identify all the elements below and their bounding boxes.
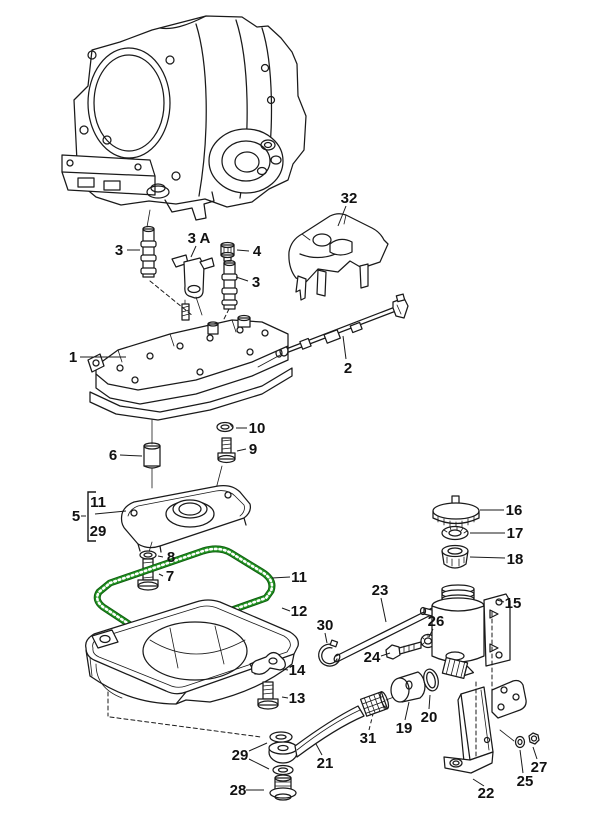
cover-bracket-32-drawing — [288, 213, 389, 301]
leader-line-25 — [519, 749, 524, 774]
callout-8[interactable]: 8 — [167, 549, 175, 566]
callout-26[interactable]: 26 — [428, 613, 445, 630]
leader-line-13 — [281, 696, 289, 699]
o-ring-20-drawing — [423, 668, 439, 692]
leader-line-21 — [315, 743, 323, 756]
hose-21-drawing — [268, 705, 365, 764]
valve-body-drawing — [87, 296, 293, 421]
leader-line-9 — [236, 448, 247, 452]
leader-line-32 — [337, 205, 347, 227]
washer-25-drawing — [514, 735, 526, 749]
group-bracket-0 — [87, 491, 96, 542]
stud-left-drawing — [140, 225, 157, 278]
reservoir-15-drawing — [419, 584, 511, 680]
leader-line-27 — [532, 746, 538, 760]
leader-line-5 — [94, 510, 127, 515]
callout-21[interactable]: 21 — [317, 755, 334, 772]
nut-27-drawing — [528, 732, 540, 745]
callout-30[interactable]: 30 — [317, 617, 334, 634]
spacer-6-drawing — [143, 419, 161, 489]
leader-line-8 — [157, 555, 164, 558]
callout-28[interactable]: 28 — [230, 782, 247, 799]
callout-22[interactable]: 22 — [478, 785, 495, 802]
selector-rod-drawing — [257, 293, 409, 368]
callout-7[interactable]: 7 — [166, 568, 174, 585]
filter-screen-drawing — [120, 465, 251, 553]
callout-10[interactable]: 10 — [249, 420, 266, 437]
callout-11[interactable]: 11 — [90, 494, 106, 511]
callout-20[interactable]: 20 — [421, 709, 438, 726]
leader-line-4 — [236, 249, 250, 252]
callout-24[interactable]: 24 — [364, 649, 381, 666]
callout-14[interactable]: 14 — [289, 662, 306, 679]
bolt-9-drawing — [217, 437, 236, 464]
callout-17[interactable]: 17 — [507, 525, 524, 542]
leader-line-3 — [235, 276, 249, 282]
callout-18[interactable]: 18 — [507, 551, 524, 568]
gasket-highlighted[interactable] — [93, 545, 276, 640]
plug-28-drawing — [269, 774, 297, 801]
callout-9[interactable]: 9 — [249, 441, 257, 458]
oil-pan-drawing — [85, 599, 299, 705]
leader-line-18 — [469, 556, 506, 559]
callout-29[interactable]: 29 — [232, 747, 249, 764]
clamp-30-drawing — [318, 639, 340, 667]
leader-line-31 — [368, 713, 374, 731]
leader-line-11 — [271, 576, 291, 579]
callout-16[interactable]: 16 — [506, 502, 523, 519]
clamp-14-drawing — [251, 651, 286, 675]
bracket-3a-drawing — [171, 254, 215, 299]
callout-29[interactable]: 29 — [90, 523, 107, 540]
callout-15[interactable]: 15 — [505, 595, 522, 612]
transmission-case-drawing — [61, 15, 307, 228]
callout-3[interactable]: 3 — [115, 242, 123, 259]
seal-17-drawing — [441, 525, 469, 541]
stud-right-drawing — [221, 259, 238, 310]
lock-washer-10-drawing — [216, 421, 234, 433]
callout-27[interactable]: 27 — [531, 759, 548, 776]
sleeve-19-drawing — [390, 671, 426, 703]
leader-line-3A — [190, 245, 197, 258]
callout-2[interactable]: 2 — [344, 360, 352, 377]
leader-line-2 — [342, 335, 347, 360]
callout-12[interactable]: 12 — [291, 603, 308, 620]
callout-31[interactable]: 31 — [360, 730, 377, 747]
callout-25[interactable]: 25 — [517, 773, 534, 790]
washers-29-drawing — [269, 731, 294, 776]
leader-line-30 — [324, 632, 328, 644]
leader-line-29 — [248, 758, 270, 770]
leader-line-19 — [404, 701, 410, 721]
callout-19[interactable]: 19 — [396, 720, 413, 737]
callout-6[interactable]: 6 — [109, 447, 117, 464]
leader-line-12 — [281, 607, 291, 612]
callout-3A[interactable]: 3 A — [188, 230, 211, 247]
leader-line-20 — [428, 694, 431, 710]
bracket-22-drawing — [443, 679, 527, 774]
leader-line-15 — [496, 599, 505, 603]
leader-line-22 — [472, 778, 485, 787]
leader-line-14 — [281, 668, 289, 671]
leader-line-26 — [428, 628, 434, 638]
leader-line-24 — [380, 652, 391, 657]
knurled-nut-31-drawing — [359, 691, 390, 717]
callout-3[interactable]: 3 — [252, 274, 260, 291]
callout-5[interactable]: 5 — [72, 508, 80, 525]
callout-32[interactable]: 32 — [341, 190, 358, 207]
leader-line-7 — [158, 573, 164, 577]
callout-1[interactable]: 1 — [69, 349, 77, 366]
leader-line-23 — [380, 597, 387, 623]
callout-11[interactable]: 11 — [291, 569, 307, 586]
leader-line-29 — [248, 742, 268, 752]
assembly-dashed-lines — [107, 280, 493, 757]
bolt-13-drawing — [257, 681, 279, 710]
leader-line-6 — [119, 454, 143, 457]
callout-13[interactable]: 13 — [289, 690, 306, 707]
insert-18-drawing — [441, 544, 469, 569]
callout-4[interactable]: 4 — [253, 243, 262, 260]
callout-23[interactable]: 23 — [372, 582, 389, 599]
cap-16-drawing — [432, 495, 480, 529]
